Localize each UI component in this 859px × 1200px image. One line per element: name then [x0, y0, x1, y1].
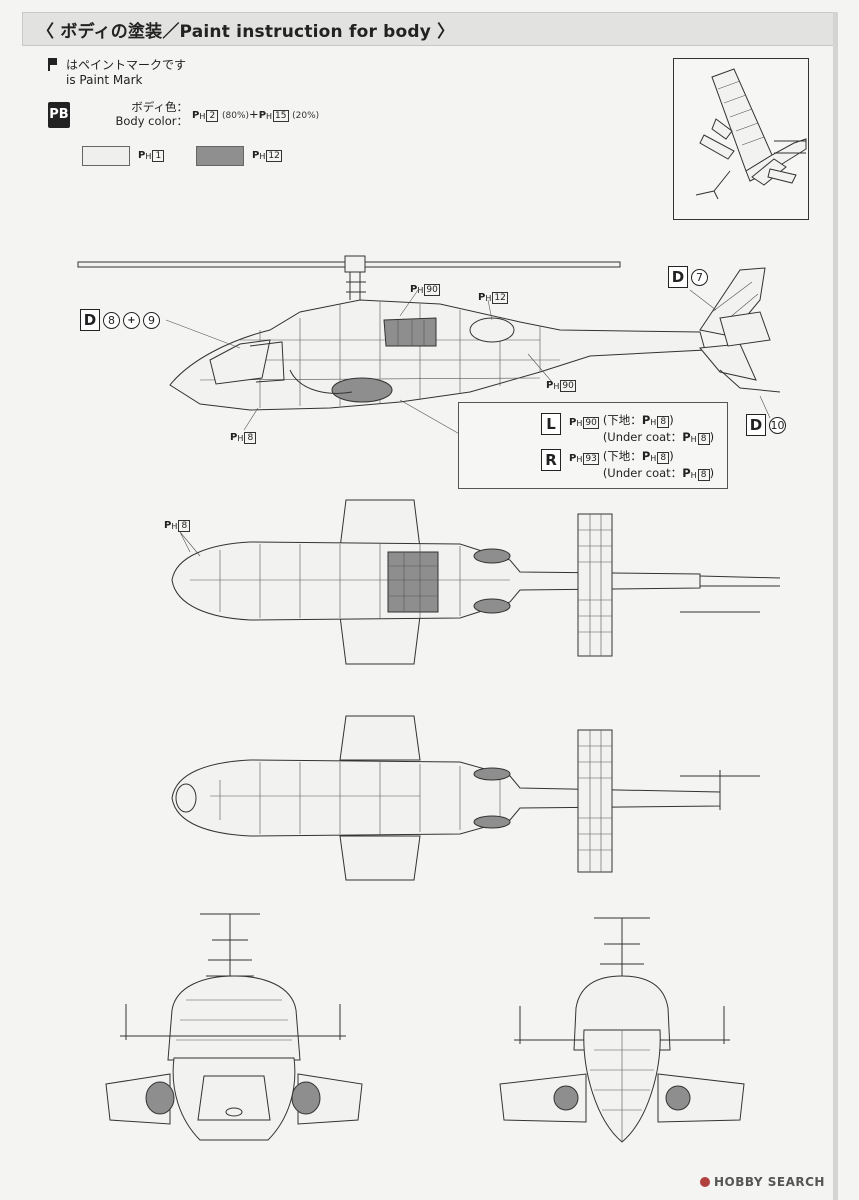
body-color-label: ボディ色： Body color： — [78, 100, 188, 128]
swatch-dark — [196, 146, 244, 166]
body-color-label-jp: ボディ色： — [131, 100, 188, 114]
watermark: HOBBY SEARCH — [700, 1175, 825, 1189]
tail-detail-drawing — [695, 68, 807, 200]
paint-mark-icon — [48, 58, 57, 71]
body-color-label-en: Body color： — [115, 114, 188, 128]
paint-mark-en: is Paint Mark — [66, 73, 143, 87]
side-bar — [833, 12, 838, 1200]
paint-pct-b: (20%) — [292, 111, 320, 121]
tail-detail-inset — [673, 58, 809, 220]
plus-sign: + — [249, 107, 259, 121]
swatch-light — [82, 146, 130, 166]
paint-mark-legend: はペイントマークです is Paint Mark — [48, 58, 186, 88]
pb-badge: PB — [48, 102, 70, 128]
paint-mark-jp: はペイントマークです — [66, 58, 187, 72]
section-title: 〈 ボディの塗装／Paint instruction for body 〉 — [37, 21, 455, 42]
section-header: 〈 ボディの塗装／Paint instruction for body 〉 — [22, 12, 834, 46]
watermark-text: HOBBY SEARCH — [714, 1175, 825, 1189]
hobby-search-logo-icon — [700, 1177, 710, 1187]
red-cross-decal-icon: + — [123, 311, 140, 329]
paint-pct-a: (80%) — [222, 111, 250, 121]
